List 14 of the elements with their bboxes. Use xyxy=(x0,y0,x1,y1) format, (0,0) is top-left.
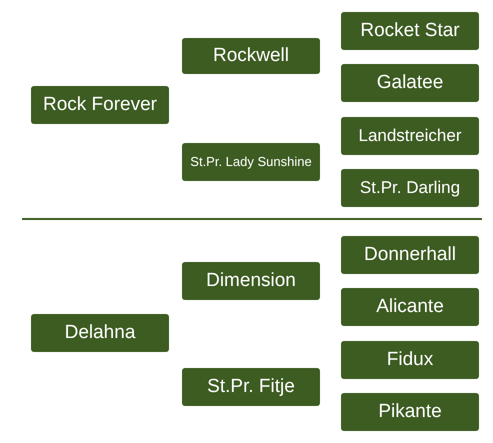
name-box: Rocket Star xyxy=(341,12,479,50)
name-box: Pikante xyxy=(341,393,479,431)
name-box: St.Pr. Fitje xyxy=(182,368,320,406)
name-box: Alicante xyxy=(341,288,479,326)
name-box: Landstreicher xyxy=(341,117,479,155)
name-box: Delahna xyxy=(31,314,169,352)
name-box: Donnerhall xyxy=(341,236,479,274)
name-box: Dimension xyxy=(182,262,320,300)
name-box: St.Pr. Darling xyxy=(341,169,479,207)
name-box: St.Pr. Lady Sunshine xyxy=(182,143,320,181)
name-box: Rockwell xyxy=(182,38,320,74)
name-box: Rock Forever xyxy=(31,86,169,124)
name-box: Fidux xyxy=(341,341,479,379)
name-box: Galatee xyxy=(341,64,479,102)
